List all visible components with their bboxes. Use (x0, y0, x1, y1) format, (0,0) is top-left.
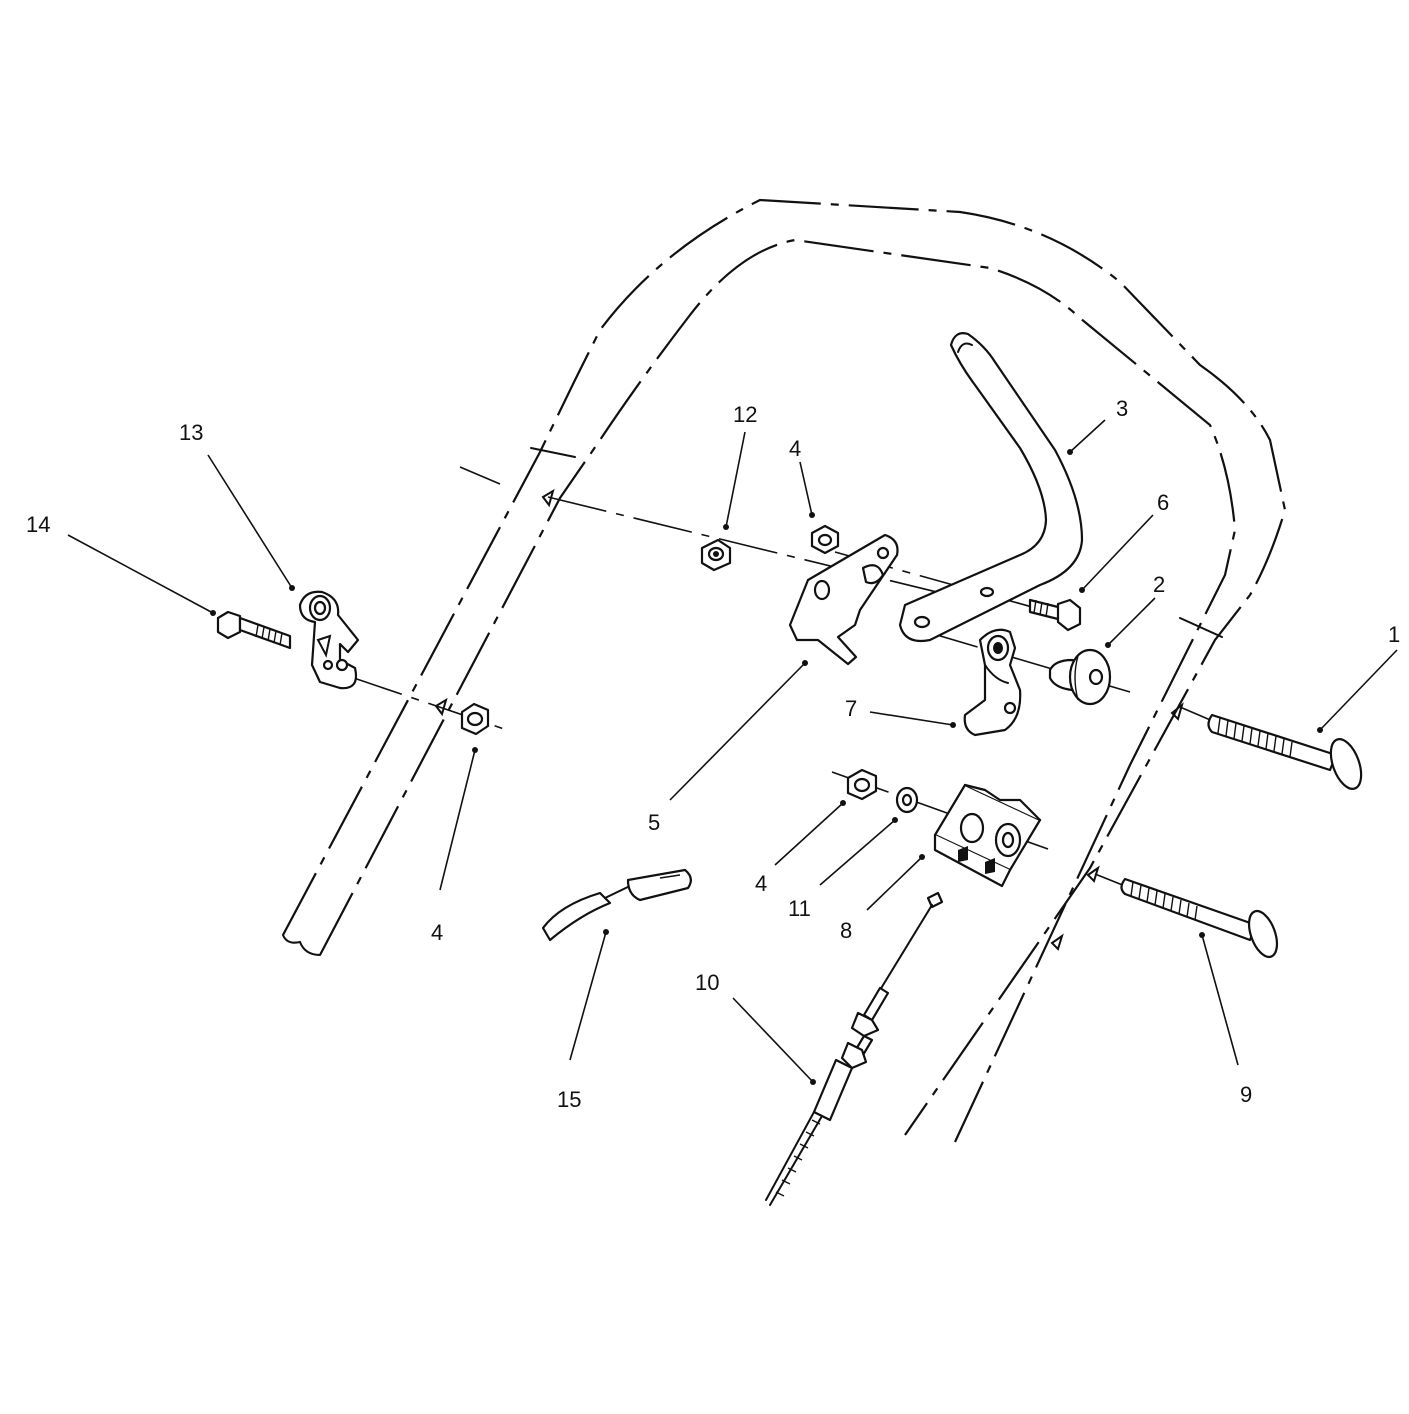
callout-labels: 1 2 3 4 4 4 5 6 7 8 9 10 11 12 13 14 15 (26, 396, 1400, 1112)
callout-15: 15 (557, 1087, 581, 1112)
nut-part-4-top (810, 524, 840, 555)
callout-14: 14 (26, 512, 50, 537)
callout-5: 5 (648, 810, 660, 835)
grip-part-15 (541, 868, 692, 942)
callout-7: 7 (845, 696, 857, 721)
carriage-bolt-part-1 (1207, 713, 1363, 790)
callout-3: 3 (1116, 396, 1128, 421)
callout-4: 4 (789, 436, 801, 461)
callout-2: 2 (1153, 572, 1165, 597)
knob-part-2 (1048, 648, 1112, 706)
callout-6: 6 (1157, 490, 1169, 515)
callout-10: 10 (695, 970, 719, 995)
nut-part-4-lower (846, 768, 878, 801)
cable-part-10 (765, 891, 944, 1206)
control-bail-part-3 (898, 332, 1084, 643)
callout-13: 13 (179, 420, 203, 445)
callout-9: 9 (1240, 1082, 1252, 1107)
lever-part-13 (298, 590, 360, 690)
bracket-part-5 (788, 533, 899, 666)
callout-8: 8 (840, 918, 852, 943)
leader-lines (67, 419, 1398, 1085)
nut-part-12 (700, 538, 732, 572)
carriage-bolt-part-9 (1120, 877, 1279, 959)
callout-11: 11 (788, 896, 811, 921)
callout-1: 1 (1388, 622, 1400, 647)
handle-tube (282, 198, 1287, 1143)
callout-4: 4 (755, 871, 767, 896)
bolt-part-14 (216, 610, 292, 650)
callout-4: 4 (431, 920, 443, 945)
cable-clamp-part-8 (933, 783, 1042, 888)
pivot-link-part-7 (963, 628, 1022, 737)
washer-part-11 (895, 786, 919, 814)
nut-part-4-left (460, 702, 490, 736)
hex-bolt-part-6 (1028, 598, 1082, 632)
callout-12: 12 (733, 402, 757, 427)
